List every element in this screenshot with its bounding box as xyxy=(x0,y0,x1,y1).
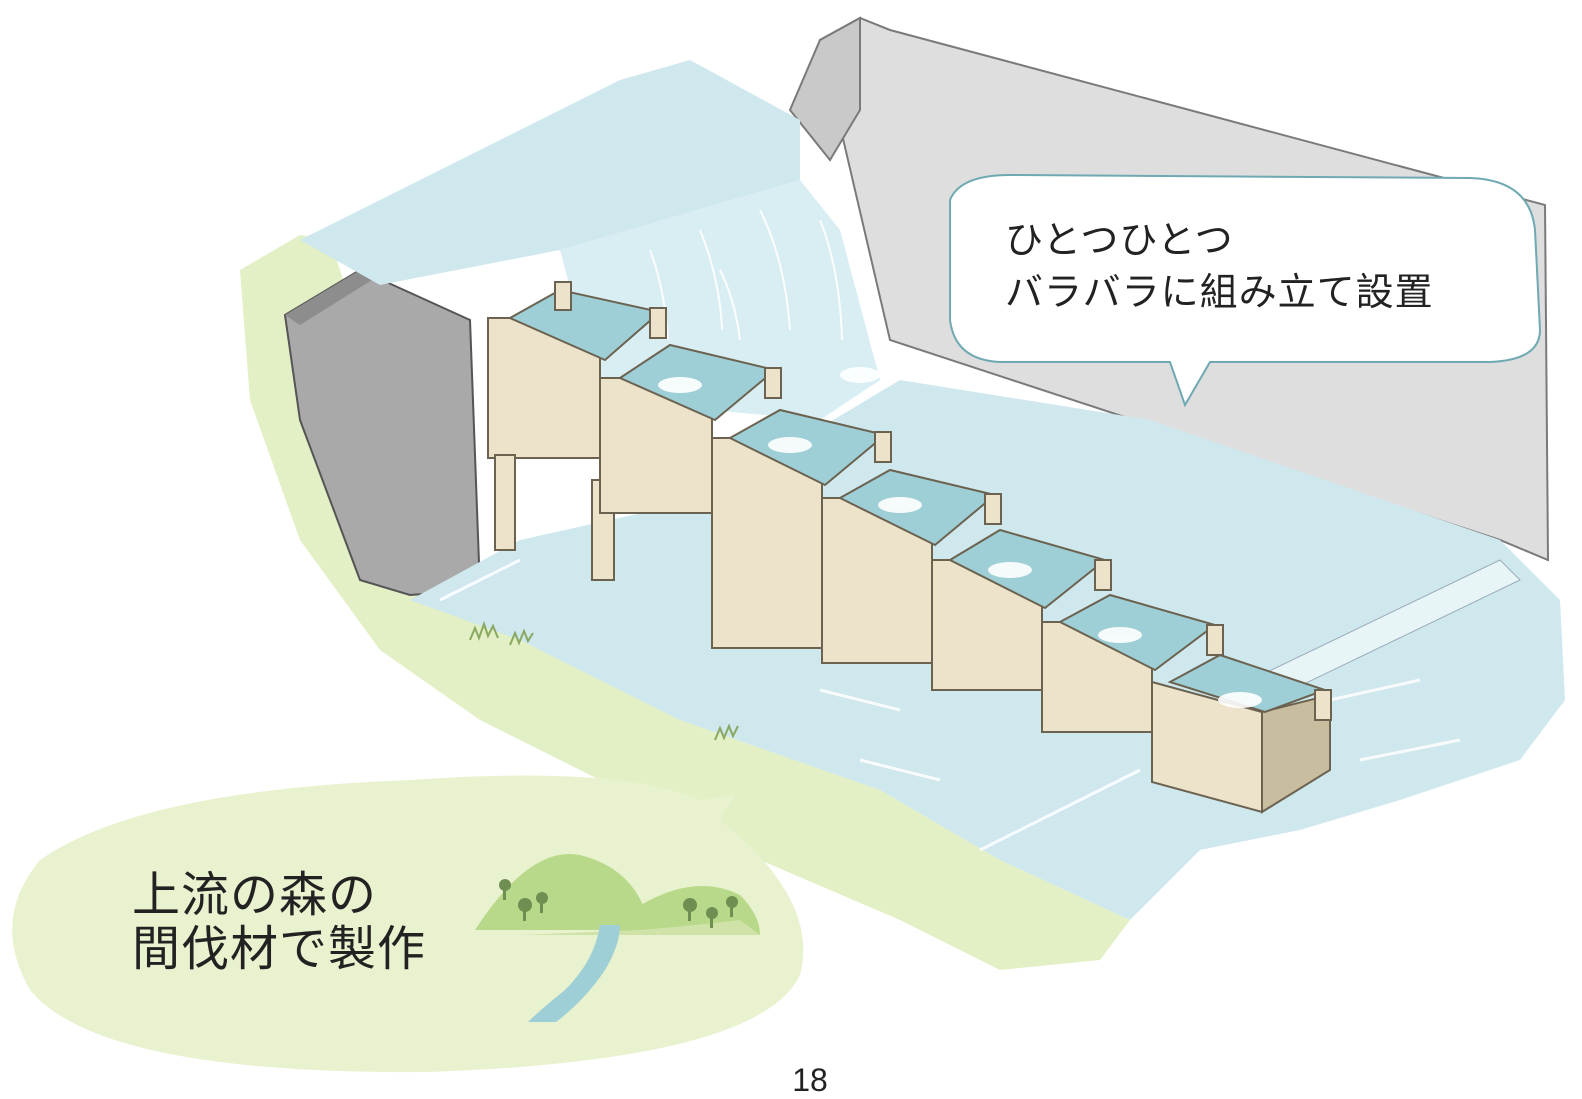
assembly-callout-line1: ひとつひとつ xyxy=(1005,218,1234,262)
fishway-step-7-side xyxy=(1261,693,1331,814)
assembly-speech-bubble xyxy=(949,173,1542,408)
material-speech-bubble xyxy=(12,775,804,1073)
upper-water xyxy=(300,60,800,285)
page-number: 18 xyxy=(792,1062,828,1098)
grass-tufts xyxy=(469,620,739,741)
water-ripples xyxy=(439,558,1461,852)
waterfall-streaks xyxy=(649,209,843,341)
assembly-callout: ひとつひとつ バラバラに組み立て設置 xyxy=(1005,214,1434,318)
hill-shadow xyxy=(520,920,760,935)
stream xyxy=(528,925,620,1022)
dam-wall-pillar xyxy=(788,16,861,162)
material-callout: 上流の森の 間伐材で製作 xyxy=(132,868,426,976)
fishway-step-1-front xyxy=(487,317,601,459)
fishway-step-1-leg-a xyxy=(494,454,516,551)
water-splashes xyxy=(658,367,1262,708)
assembly-callout-line2: バラバラに組み立て設置 xyxy=(1005,270,1434,314)
left-wall-top xyxy=(285,270,380,325)
fishway xyxy=(487,281,1332,814)
material-callout-line2: 間伐材で製作 xyxy=(132,921,427,977)
material-callout-line1: 上流の森の xyxy=(132,867,378,923)
page-title-fragment xyxy=(0,0,900,12)
hill-left xyxy=(475,853,650,930)
trees xyxy=(499,879,738,928)
